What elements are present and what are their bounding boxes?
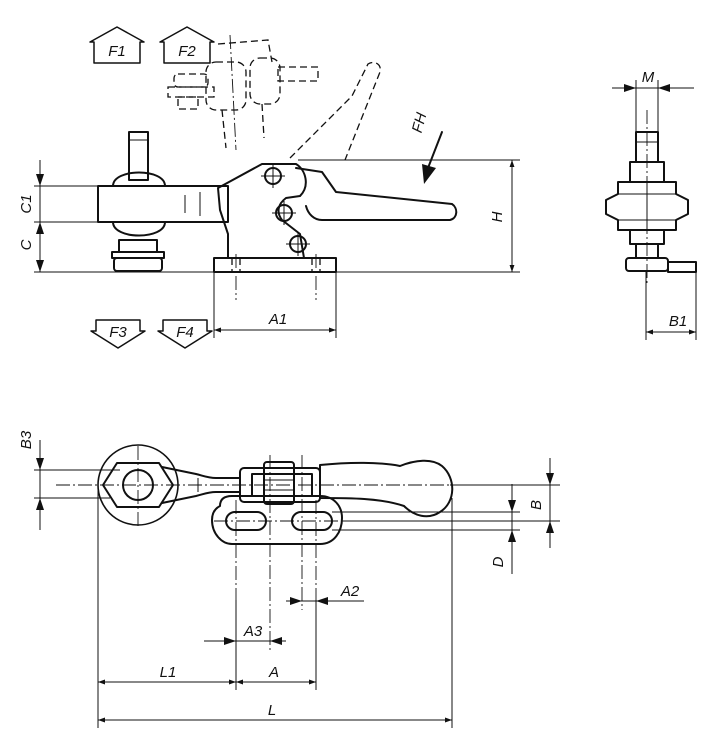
top-handle [319,459,454,518]
side-view: M B1 [605,69,697,340]
dim-label-a: A [268,664,279,681]
front-view: FH C1 C H A1 [18,34,520,338]
dim-label-a2: A2 [340,583,360,600]
spindle-head [113,257,163,272]
dim-label-a3: A3 [243,623,263,640]
dim-label-b3: B3 [18,430,35,449]
label-f2: F2 [178,43,196,60]
dim-label-b: B [528,500,545,510]
dim-label-b1: B1 [669,313,687,330]
top-base-plate [211,495,343,545]
operating-handle [295,167,458,221]
open-position-phantom [167,34,381,161]
force-arrow-f2-icon: F2 [159,26,215,64]
dim-label-a1: A1 [268,311,287,328]
force-fh: FH [409,111,443,184]
label-f1: F1 [108,43,126,60]
lower-nut [112,221,166,237]
spindle-hex [102,462,174,508]
dim-label-m: M [642,69,655,86]
spindle-thread-circle [122,469,154,501]
spindle-thread [128,131,149,181]
top-view: B3 B D A2 A3 L1 A L [18,430,560,728]
dim-label-h: H [489,211,506,222]
force-arrow-f4-icon: F4 [157,319,213,349]
dim-label-d: D [490,556,507,567]
force-arrow-f1-icon: F1 [89,26,145,64]
force-arrow-f3-icon: F3 [90,319,146,349]
label-fh: FH [409,111,431,135]
dim-label-l: L [268,702,276,719]
side-base [667,261,697,273]
dim-label-c1: C1 [18,194,35,213]
dim-label-c: C [18,239,35,250]
clamping-arm [97,185,229,223]
dim-label-l1: L1 [160,664,177,681]
arrow-down-icon [422,164,436,184]
label-f4: F4 [176,324,194,341]
label-f3: F3 [109,324,127,341]
